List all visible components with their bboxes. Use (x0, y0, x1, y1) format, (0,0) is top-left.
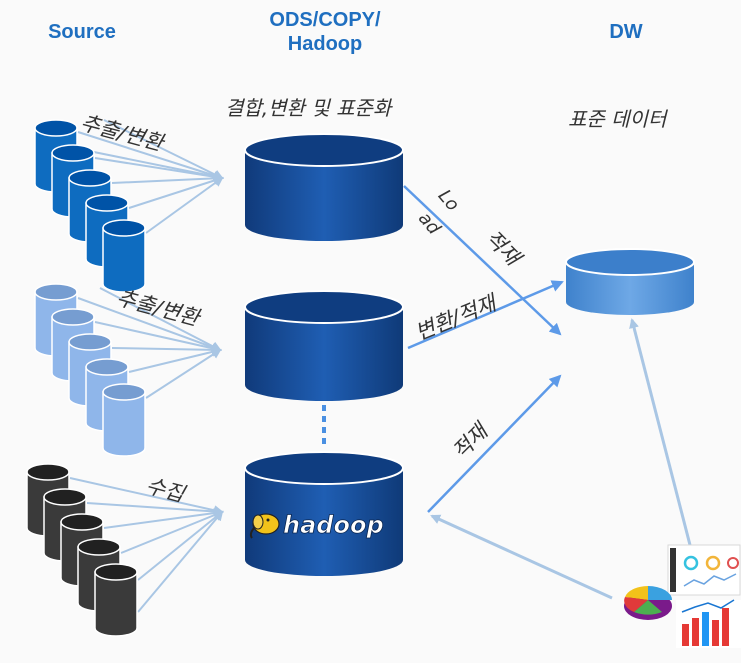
source-to-ods-arrows (69, 119, 224, 613)
ods-db-top (244, 133, 404, 241)
hadoop-logo-text: hadoop (283, 511, 384, 539)
pie-chart-icon (624, 586, 672, 620)
fan-arrow (137, 510, 224, 581)
fan-arrow (103, 119, 224, 179)
source-stack-light (34, 283, 146, 457)
fan-arrow (120, 510, 224, 554)
load-arrow-top (403, 185, 562, 336)
fan-arrow (111, 173, 224, 184)
hadoop-elephant-icon (249, 513, 280, 539)
fan-arrow (145, 176, 224, 234)
dashboard-to-dw-arrow (629, 318, 692, 546)
fan-arrow (94, 321, 222, 354)
dashboard-report-icon (667, 544, 741, 596)
bar-chart-icon (676, 599, 741, 648)
header-ods-line1: ODS/COPY/ (269, 9, 381, 31)
transform-load-arrow (407, 280, 564, 350)
header-dw: DW (609, 21, 643, 43)
source-dark-cylinder (94, 563, 138, 637)
label-standard-data: 표준 데이터 (568, 107, 667, 131)
fan-arrow (145, 348, 222, 399)
fan-arrow (69, 477, 224, 516)
header-ods: ODS/COPY/ Hadoop (240, 8, 410, 56)
source-blue-cylinder (102, 219, 146, 293)
load-arrow-hadoop (427, 374, 562, 513)
fan-arrow (83, 149, 224, 182)
fan-arrow (99, 287, 222, 351)
fan-arrow (77, 297, 222, 352)
fan-arrow (128, 175, 224, 209)
dw-db (565, 248, 695, 315)
label-combine: 결합,변환 및 표준화 (225, 96, 392, 120)
fan-arrow (77, 131, 224, 181)
source-stack-dark (26, 463, 138, 637)
dashboard-to-hadoop-arrow (430, 514, 613, 600)
source-stack-blue (34, 119, 146, 293)
source-light-cylinder (102, 383, 146, 457)
ods-db-middle (244, 290, 404, 401)
fan-arrow (103, 508, 224, 529)
fan-arrow (137, 510, 224, 613)
header-ods-line2: Hadoop (287, 33, 363, 55)
fan-arrow (86, 502, 224, 517)
ods-db-hadoop (244, 451, 404, 576)
fan-arrow (128, 347, 222, 373)
fan-arrow (111, 344, 222, 355)
header-source: Source (48, 21, 116, 43)
